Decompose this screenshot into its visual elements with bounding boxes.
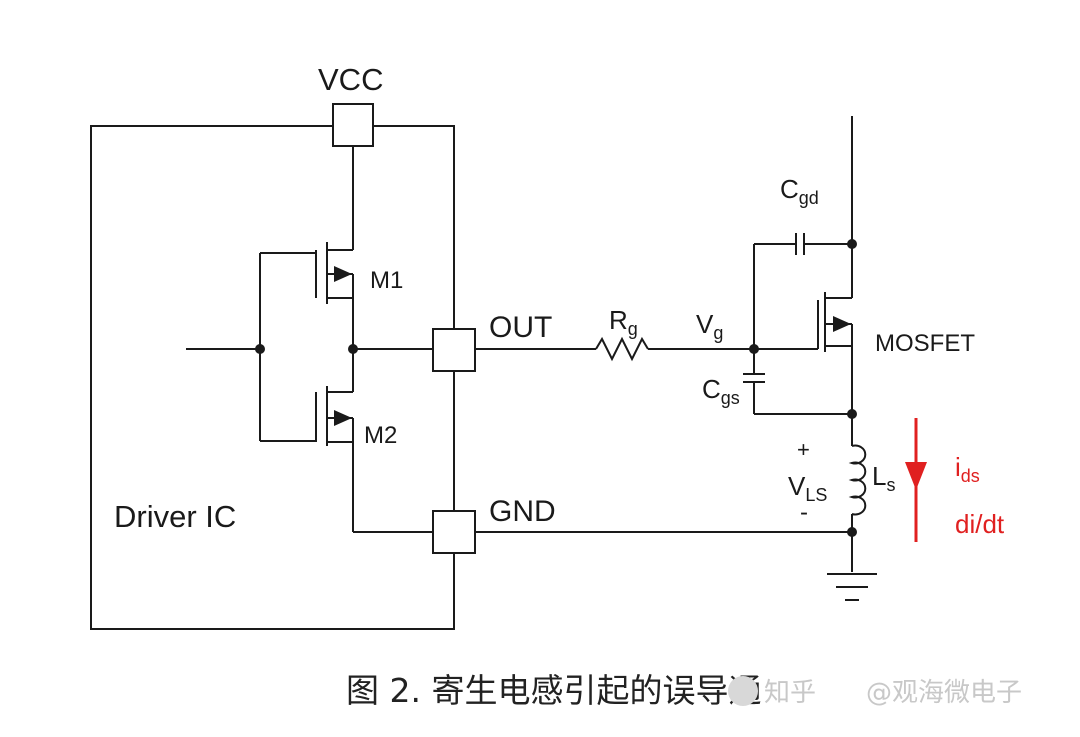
didt-label: di/dt [955,509,1005,539]
mosfet-label: MOSFET [875,330,975,357]
driver-ic-box [90,125,455,630]
junction-input [255,344,265,354]
gnd-pin [432,510,476,554]
rg-resistor [595,336,649,362]
ids-arrow-head [905,462,927,490]
junction-drain [847,239,857,249]
vls-minus: - [800,499,808,526]
vls-label: VLS [788,471,827,505]
out-label: OUT [489,311,552,344]
m2-label: M2 [364,422,397,449]
junction-totem [348,344,358,354]
ids-label: ids [955,452,980,486]
vls-plus: + [797,437,810,462]
junction-vg [749,344,759,354]
m1-arrow [334,266,352,282]
vg-label: Vg [696,309,723,343]
ls-label: Ls [872,461,895,495]
figure-caption: 图 2. 寄生电感引起的误导通 [346,671,762,710]
watermark-author: @观海微电子 [866,678,1023,708]
out-pin [432,328,476,372]
m2-arrow [334,410,352,426]
cgd-label: Cgd [780,174,819,208]
watermark-site: 知乎 [764,678,817,708]
vcc-label: VCC [318,62,383,97]
rg-label: Rg [609,305,638,339]
junction-gnd [847,527,857,537]
mosfet-arrow [833,316,851,332]
cgs-label: Cgs [702,374,740,408]
junction-source [847,409,857,419]
driver-ic-label: Driver IC [114,499,236,534]
m1-label: M1 [370,267,403,294]
watermark-logo-icon [728,676,758,706]
vcc-pin [332,103,374,147]
ls-inductor [848,444,867,516]
gnd-label: GND [489,495,556,528]
